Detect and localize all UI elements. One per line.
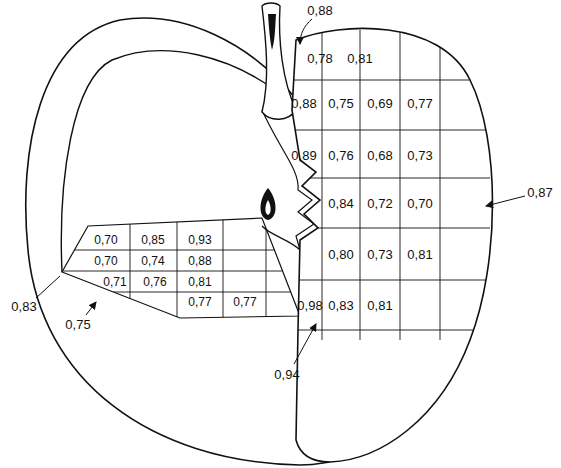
value-label: 0,74 xyxy=(141,255,164,267)
value-label: 0,81 xyxy=(188,276,211,288)
value-label: 0,81 xyxy=(367,299,392,312)
value-label: 0,81 xyxy=(347,52,372,65)
value-label: 0,78 xyxy=(307,52,332,65)
value-label: 0,70 xyxy=(94,255,117,267)
value-label: 0,98 xyxy=(297,299,322,312)
value-label: 0,87 xyxy=(527,186,552,199)
value-label: 0,75 xyxy=(65,318,90,331)
value-label: 0,77 xyxy=(188,296,211,308)
value-label: 0,88 xyxy=(188,255,211,267)
value-label: 0,81 xyxy=(407,248,432,261)
value-label: 0,77 xyxy=(233,296,256,308)
value-label: 0,77 xyxy=(407,97,432,110)
value-label: 0,70 xyxy=(94,234,117,246)
value-label: 0,88 xyxy=(291,97,316,110)
value-label: 0,71 xyxy=(103,276,126,288)
value-label: 0,85 xyxy=(141,234,164,246)
value-label: 0,84 xyxy=(328,197,353,210)
value-label: 0,76 xyxy=(143,276,166,288)
value-label: 0,94 xyxy=(274,368,299,381)
value-label: 0,73 xyxy=(367,248,392,261)
value-label: 0,80 xyxy=(328,248,353,261)
value-label: 0,72 xyxy=(367,197,392,210)
value-label: 0,89 xyxy=(291,149,316,162)
value-label: 0,68 xyxy=(367,149,392,162)
value-label: 0,75 xyxy=(328,97,353,110)
value-label: 0,69 xyxy=(367,97,392,110)
value-label: 0,88 xyxy=(307,4,332,17)
value-label: 0,93 xyxy=(188,234,211,246)
value-label: 0,83 xyxy=(328,299,353,312)
value-label: 0,76 xyxy=(328,149,353,162)
value-label: 0,70 xyxy=(407,197,432,210)
value-label: 0,83 xyxy=(11,300,36,313)
value-label: 0,73 xyxy=(407,149,432,162)
